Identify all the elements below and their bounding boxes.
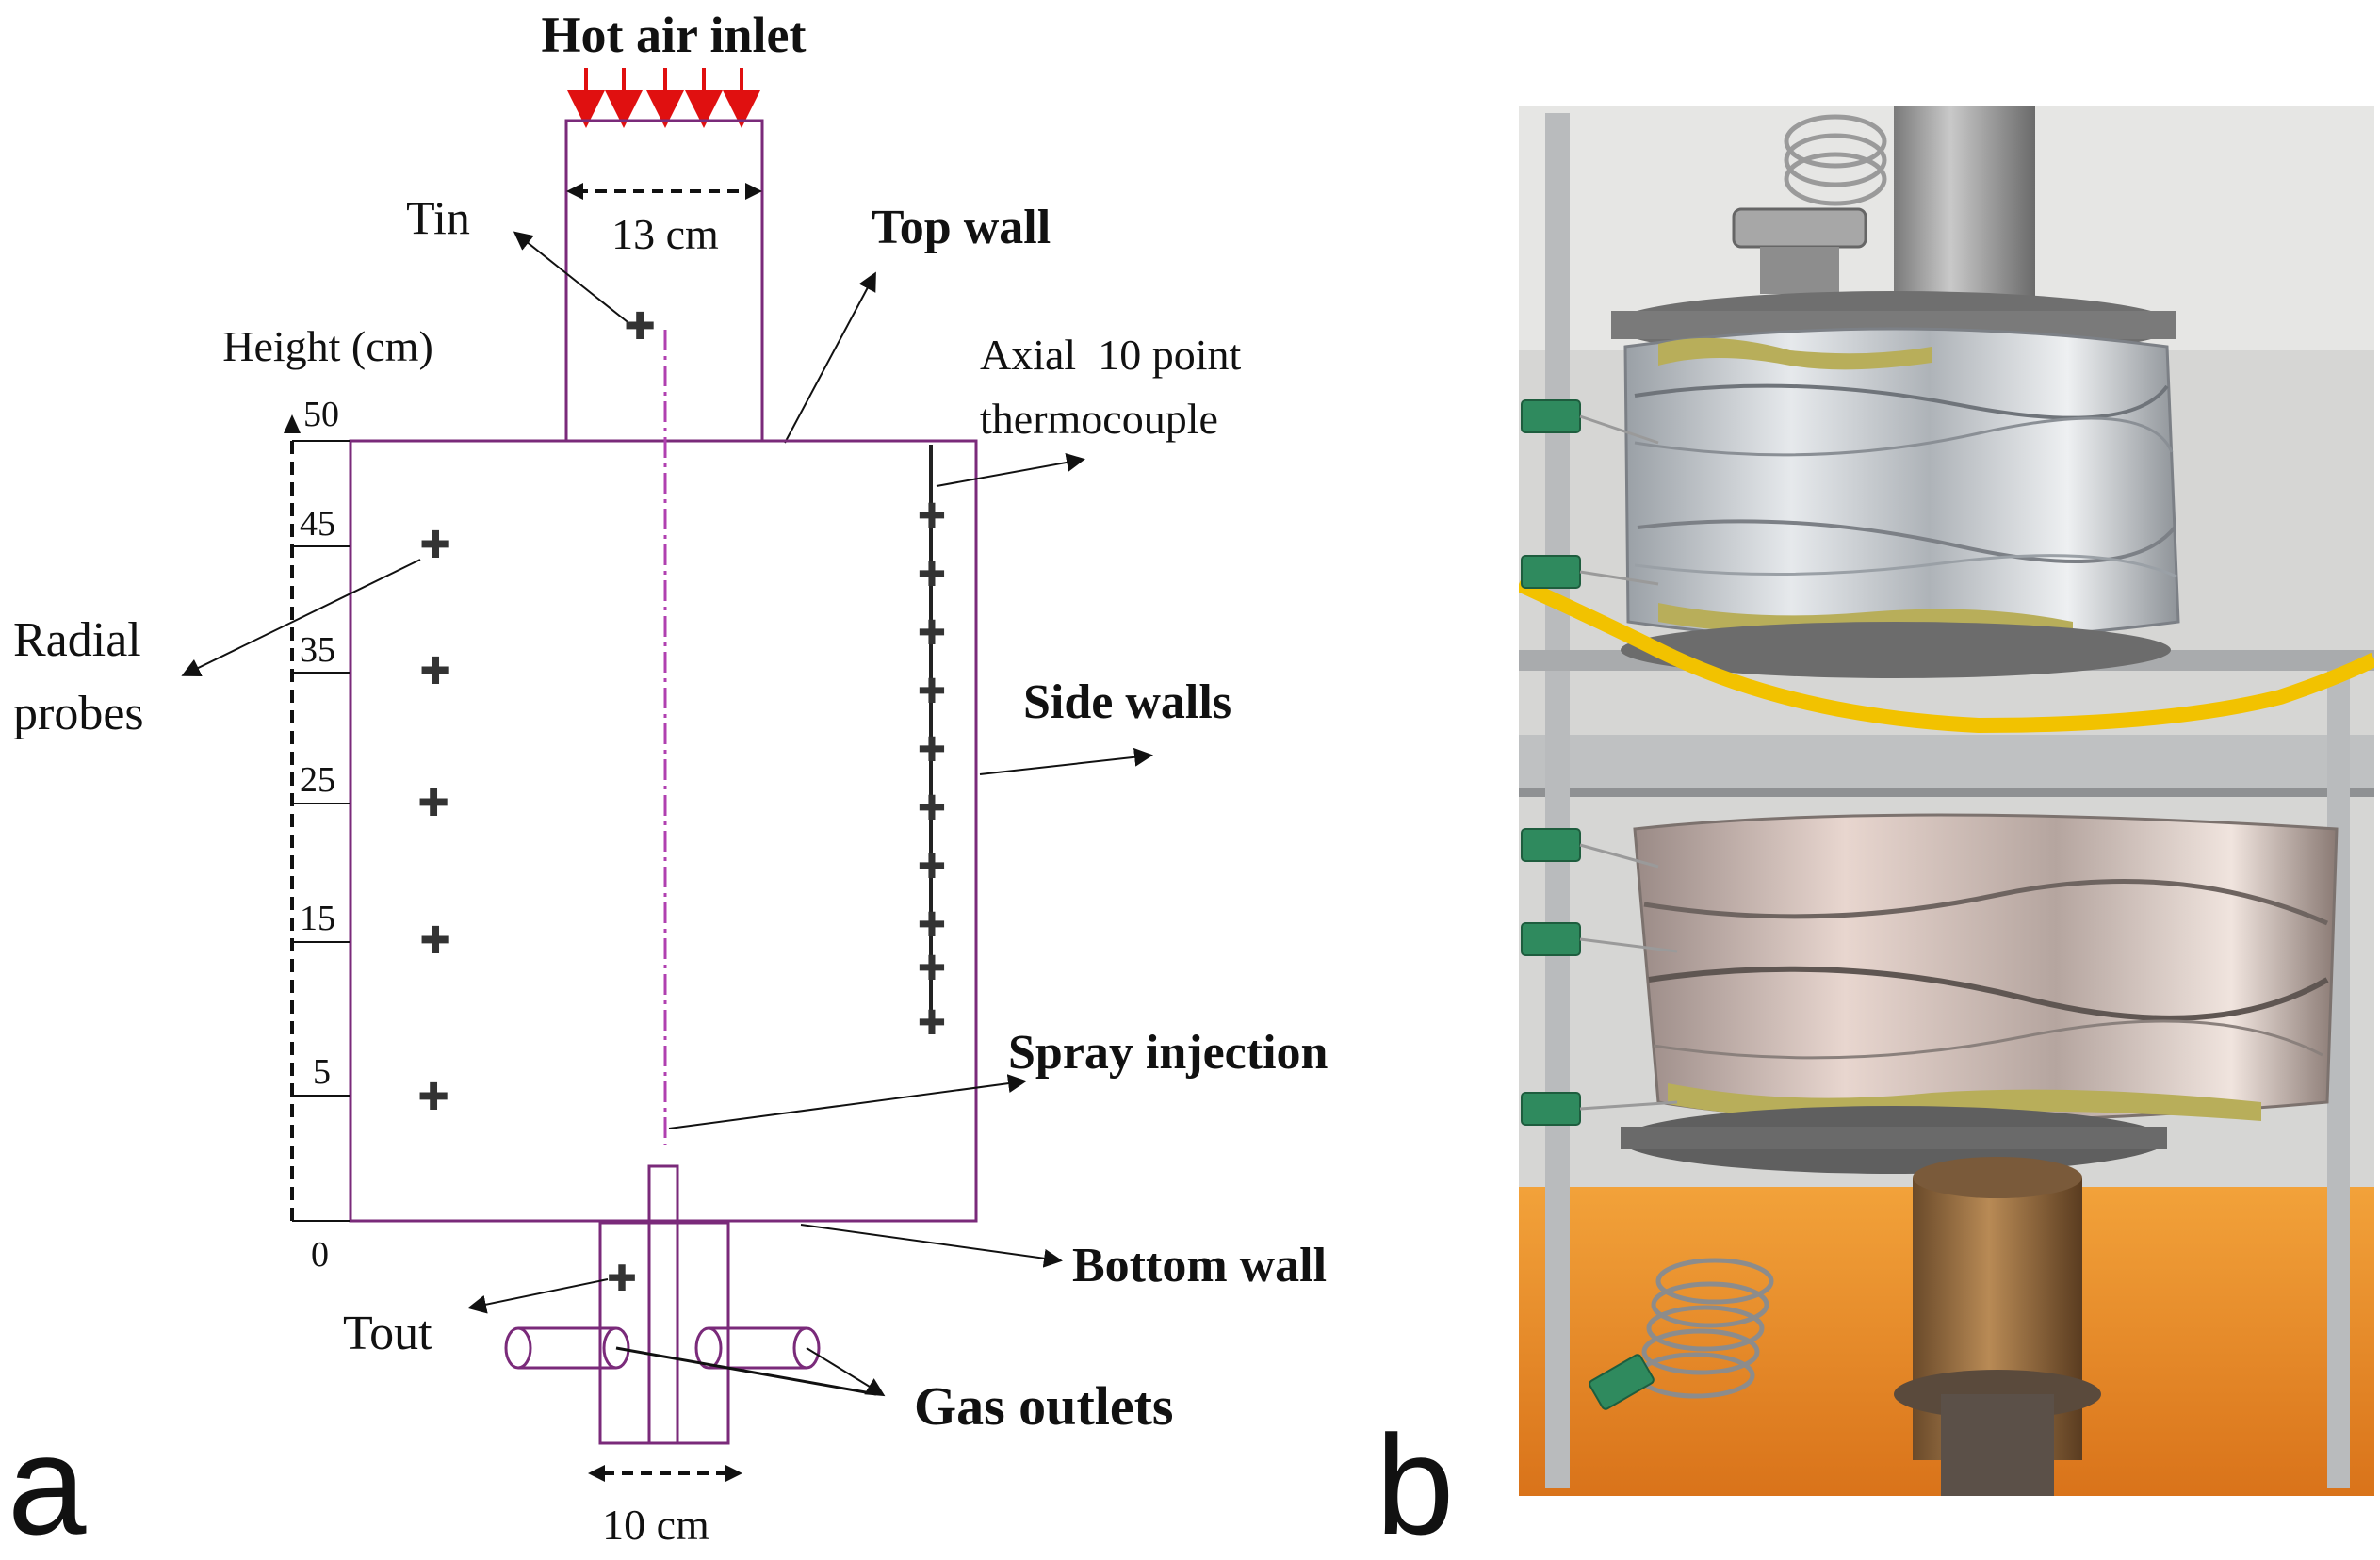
- tin-pointer: [513, 231, 632, 326]
- top-wall-pointer: [784, 271, 876, 444]
- bottom-wall-pointer: [800, 1224, 1063, 1268]
- hot-air-inlet-label: Hot air inlet: [542, 7, 807, 63]
- tout-label: Tout: [343, 1307, 432, 1360]
- upper-foil-block: [1623, 327, 2180, 642]
- axial-point-icon: ✚: [918, 905, 946, 944]
- axial-point-icon: ✚: [918, 1003, 946, 1042]
- axial-point-icon: ✚: [918, 496, 946, 535]
- thermocouple-connectors: [1521, 399, 1655, 1410]
- axial-thermocouple-label-line1: Axial 10 point: [980, 331, 1241, 379]
- radial-probe-icon: ✚: [419, 651, 451, 692]
- middle-flange: [1621, 622, 2171, 678]
- radial-probe-icon: ✚: [419, 525, 451, 566]
- spray-injection-pointer: [668, 1074, 1027, 1129]
- axial-point-icon: ✚: [918, 555, 946, 593]
- outlet-pipe: [598, 1221, 730, 1445]
- spray-injection-label: Spray injection: [1008, 1026, 1329, 1080]
- radial-probes: ✚ ✚ ✚ ✚ ✚: [417, 525, 451, 1118]
- inlet-width-label: 13 cm: [611, 210, 719, 258]
- panel-b-photo: [1519, 106, 2374, 1496]
- gas-outlets-pointer-right: [806, 1347, 886, 1397]
- radial-probes-label-line1: Radial: [13, 613, 141, 667]
- height-tick-35: 35: [300, 630, 335, 670]
- axial-point-icon: ✚: [918, 949, 946, 987]
- tin-probe-icon: ✚: [624, 306, 656, 348]
- axial-thermocouple-points: ✚ ✚ ✚ ✚ ✚ ✚ ✚ ✚ ✚ ✚: [918, 496, 946, 1042]
- axial-point-icon: ✚: [918, 730, 946, 769]
- spray-nozzle-tube: [647, 1164, 679, 1445]
- axial-point-icon: ✚: [918, 788, 946, 827]
- top-inlet-pipe: [1894, 106, 2035, 322]
- axial-point-icon: ✚: [918, 613, 946, 652]
- inlet-arrows: [567, 68, 760, 128]
- radial-probe-icon: ✚: [417, 1077, 449, 1118]
- panel-letter-b: b: [1376, 1406, 1454, 1560]
- top-coil: [1784, 114, 1887, 206]
- height-tick-15: 15: [300, 899, 335, 938]
- outlet-width-label: 10 cm: [602, 1501, 709, 1549]
- gas-outlet-right: [694, 1326, 821, 1370]
- height-tick-50: 50: [303, 395, 339, 434]
- bottom-wall-label: Bottom wall: [1072, 1239, 1327, 1292]
- side-walls-label: Side walls: [1023, 675, 1231, 729]
- height-axis-label: Height (cm): [222, 322, 433, 370]
- yellow-cable: [1519, 577, 2374, 734]
- height-tick-0: 0: [311, 1235, 329, 1275]
- gas-outlets-label: Gas outlets: [914, 1375, 1174, 1437]
- height-tick-45: 45: [300, 504, 335, 544]
- thermocouple-wires: [1579, 414, 1678, 1111]
- tin-label: Tin: [406, 191, 470, 244]
- axial-thermocouple-label-line2: thermocouple: [980, 395, 1218, 443]
- panel-letter-a: a: [8, 1406, 87, 1560]
- height-tick-25: 25: [300, 760, 335, 800]
- gas-outlets-pointer-left: [615, 1346, 877, 1396]
- tout-pointer: [467, 1278, 609, 1314]
- radial-probes-label-line2: probes: [13, 687, 144, 740]
- axial-point-icon: ✚: [918, 847, 946, 886]
- side-walls-pointer: [979, 747, 1153, 775]
- height-tick-5: 5: [313, 1052, 331, 1092]
- axial-thermocouple-pointer: [936, 453, 1085, 487]
- tout-probe-icon: ✚: [607, 1259, 637, 1299]
- chamber-body: [349, 439, 978, 1223]
- height-ticks: [292, 440, 350, 1222]
- top-wall-label: Top wall: [872, 201, 1051, 254]
- axial-point-icon: ✚: [918, 672, 946, 710]
- radial-probe-icon: ✚: [419, 920, 451, 962]
- gas-outlet-left: [504, 1326, 630, 1370]
- panel-a-diagram: Hot air inlet 13 cm Tin ✚ Top wall Heigh…: [8, 7, 1329, 1560]
- radial-probe-icon: ✚: [417, 783, 449, 824]
- radial-probes-pointer: [181, 559, 421, 676]
